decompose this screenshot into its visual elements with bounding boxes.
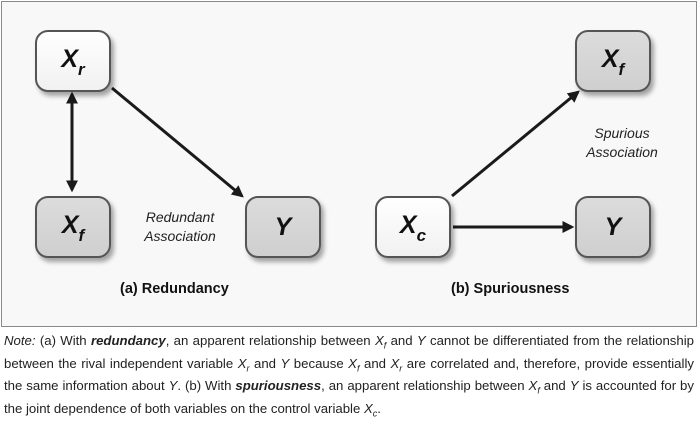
note-text: Note: (a) With redundancy, an apparent r…: [4, 333, 694, 419]
node-xf-b: Xf: [575, 30, 651, 92]
node-xf-b-label: Xf: [601, 44, 625, 79]
caption-spuriousness: (b) Spuriousness: [451, 281, 570, 297]
node-y-a: Y: [245, 196, 321, 258]
caption-redundancy: (a) Redundancy: [120, 281, 229, 297]
node-xc: Xc: [375, 196, 451, 258]
node-xf-a-label: Xf: [61, 210, 85, 245]
arrow-xr-y: [111, 86, 244, 198]
node-xc-label: Xc: [399, 210, 427, 245]
arrows-layer: [66, 86, 580, 233]
redundant-annotation: Redundant Association: [144, 209, 216, 244]
node-xf-a: Xf: [35, 196, 111, 258]
node-y-b: Y: [575, 196, 651, 258]
node-y-b-label: Y: [604, 212, 622, 241]
arrow-xc-xf: [451, 90, 580, 198]
node-y-a-label: Y: [274, 212, 292, 241]
node-xr-label: Xr: [61, 44, 85, 79]
spurious-annotation: Spurious Association: [586, 125, 658, 160]
node-xr: Xr: [35, 30, 111, 92]
